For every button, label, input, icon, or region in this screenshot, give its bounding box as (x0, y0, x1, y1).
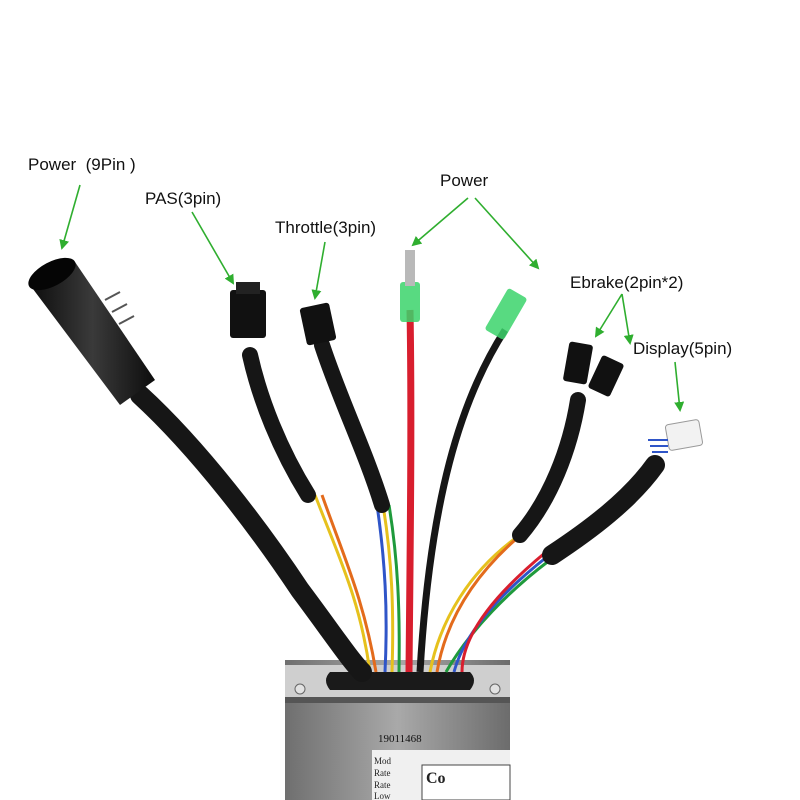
arrow-pas-icon (191, 211, 235, 285)
serial-number: 19011468 (378, 733, 422, 745)
sticker-title: Co (426, 770, 446, 787)
sticker-line-4: Low (374, 791, 391, 800)
sticker-line-1: Mod (374, 756, 392, 766)
arrow-throttle-icon (311, 241, 326, 300)
arrow-power-left-icon (411, 197, 469, 247)
power-red-wire (400, 250, 420, 673)
label-display: Display(5pin) (633, 339, 733, 358)
power-9pin-cable (28, 257, 372, 682)
arrow-power-right-icon (474, 197, 540, 270)
arrow-ebrake-left-icon (594, 293, 623, 338)
throttle-cable (299, 302, 390, 513)
label-pas: PAS(3pin) (145, 189, 222, 208)
label-power-9pin: Power (9Pin ) (28, 155, 136, 174)
label-throttle: Throttle(3pin) (275, 218, 377, 237)
pas-cable (230, 282, 316, 503)
ebrake-cable (512, 341, 624, 543)
arrow-display-icon (674, 361, 685, 412)
controller-sticker: 19011468 Co Mod Rate Rate Low (374, 733, 446, 800)
label-power: Power (440, 171, 489, 190)
sticker-line-2: Rate (374, 768, 391, 778)
arrow-ebrake-right-icon (621, 293, 634, 345)
label-ebrake: Ebrake(2pin*2) (570, 273, 684, 292)
display-cable (542, 419, 704, 565)
signal-wires (313, 494, 551, 673)
annotation-arrows (59, 184, 685, 412)
arrow-power-9pin-icon (59, 184, 81, 250)
controller-housing (285, 660, 511, 800)
sticker-line-3: Rate (374, 780, 391, 790)
power-black-wire (416, 288, 527, 673)
